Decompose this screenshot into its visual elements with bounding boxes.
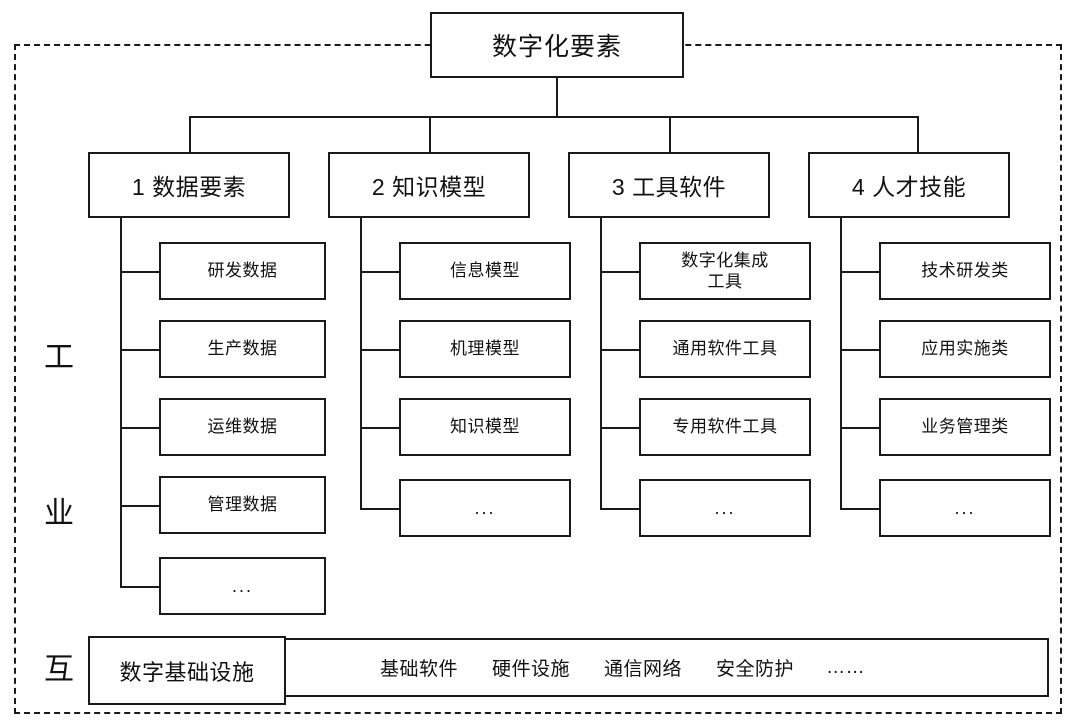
leaf-node-4-3: 业务管理类 <box>879 398 1051 456</box>
leaf-connector-3-2 <box>600 349 640 351</box>
leaf-connector-1-5 <box>120 586 160 588</box>
platform-label-char-2: 互 <box>44 653 74 686</box>
category-spine-2 <box>360 218 362 510</box>
leaf-node-2-3: 知识模型 <box>399 398 571 456</box>
category-spine-3 <box>600 218 602 510</box>
category-drop-connector-4 <box>917 116 919 154</box>
category-node-4: 4 人才技能 <box>808 152 1010 218</box>
category-spine-4 <box>840 218 842 510</box>
leaf-connector-1-3 <box>120 427 160 429</box>
leaf-node-2-1: 信息模型 <box>399 242 571 300</box>
leaf-connector-1-2 <box>120 349 160 351</box>
leaf-node-3-2: 通用软件工具 <box>639 320 811 378</box>
leaf-node-1-5: ... <box>159 557 326 615</box>
category-drop-connector-2 <box>429 116 431 154</box>
infrastructure-item-2: 硬件设施 <box>492 659 571 680</box>
leaf-connector-4-3 <box>840 427 880 429</box>
leaf-connector-2-1 <box>360 271 400 273</box>
category-node-1: 1 数据要素 <box>88 152 290 218</box>
leaf-node-4-4: ... <box>879 479 1051 537</box>
category-node-2: 2 知识模型 <box>328 152 530 218</box>
leaf-node-3-4: ... <box>639 479 811 537</box>
leaf-connector-3-4 <box>600 508 640 510</box>
leaf-node-2-2: 机理模型 <box>399 320 571 378</box>
leaf-connector-2-3 <box>360 427 400 429</box>
leaf-connector-4-4 <box>840 508 880 510</box>
leaf-connector-4-1 <box>840 271 880 273</box>
infrastructure-item-4: 安全防护 <box>716 659 795 680</box>
infrastructure-item-1: 基础软件 <box>380 659 459 680</box>
platform-label: 工 业 互 联 网 平 台 <box>36 228 82 724</box>
leaf-connector-2-4 <box>360 508 400 510</box>
leaf-node-3-3: 专用软件工具 <box>639 398 811 456</box>
leaf-connector-3-1 <box>600 271 640 273</box>
root-node: 数字化要素 <box>430 12 684 78</box>
leaf-node-1-4: 管理数据 <box>159 476 326 534</box>
leaf-node-1-3: 运维数据 <box>159 398 326 456</box>
root-stem-connector <box>556 78 558 116</box>
leaf-connector-1-1 <box>120 271 160 273</box>
leaf-node-3-1: 数字化集成工具 <box>639 242 811 300</box>
infrastructure-label-node: 数字基础设施 <box>88 636 286 705</box>
category-bus-connector <box>189 116 917 118</box>
platform-label-char-0: 工 <box>44 341 74 374</box>
platform-label-char-1: 业 <box>44 497 74 530</box>
category-drop-connector-1 <box>189 116 191 154</box>
leaf-node-1-2: 生产数据 <box>159 320 326 378</box>
leaf-node-4-2: 应用实施类 <box>879 320 1051 378</box>
infrastructure-item-3: 通信网络 <box>604 659 683 680</box>
category-spine-1 <box>120 218 122 588</box>
leaf-connector-2-2 <box>360 349 400 351</box>
infrastructure-item-list: 基础软件 硬件设施 通信网络 安全防护 …… <box>380 638 1040 697</box>
infrastructure-item-5: …… <box>826 656 866 678</box>
leaf-connector-1-4 <box>120 505 160 507</box>
leaf-connector-3-3 <box>600 427 640 429</box>
leaf-node-4-1: 技术研发类 <box>879 242 1051 300</box>
leaf-node-1-1: 研发数据 <box>159 242 326 300</box>
category-node-3: 3 工具软件 <box>568 152 770 218</box>
leaf-connector-4-2 <box>840 349 880 351</box>
leaf-node-2-4: ... <box>399 479 571 537</box>
infrastructure-bar <box>200 638 1049 697</box>
category-drop-connector-3 <box>669 116 671 154</box>
